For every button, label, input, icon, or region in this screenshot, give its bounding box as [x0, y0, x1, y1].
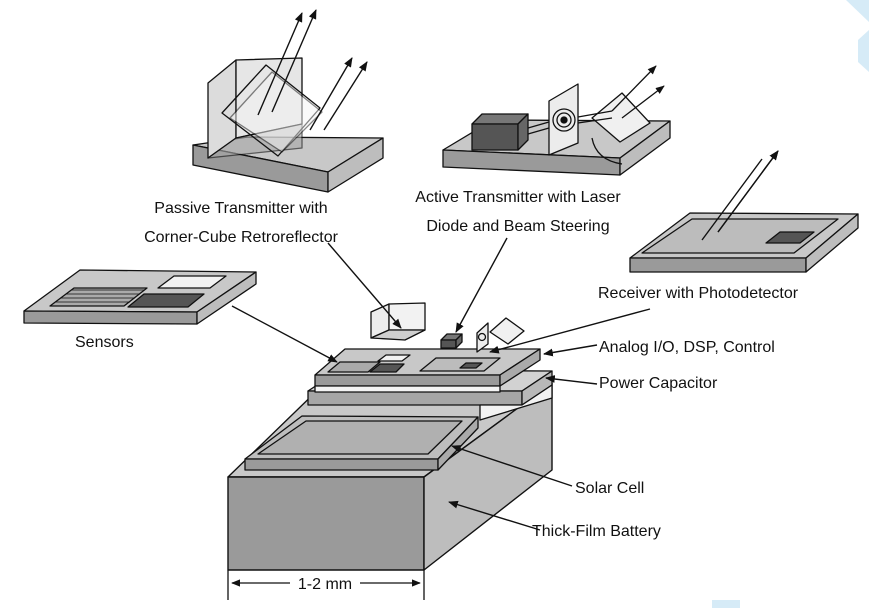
analog-dsp-board: [314, 302, 541, 393]
leader-arrows: [231, 237, 651, 531]
label-analog-io: Analog I/O, DSP, Control: [599, 339, 775, 356]
passive-transmitter: [192, 57, 384, 193]
label-active-transmitter-line2: Diode and Beam Steering: [426, 218, 609, 235]
receiver-beams: [701, 150, 779, 241]
active-transmitter: [442, 83, 671, 176]
solar-cell: [244, 415, 479, 471]
receiver: [629, 212, 859, 273]
label-solar-cell: Solar Cell: [575, 480, 644, 497]
sensors: [23, 269, 257, 325]
label-dimension: 1-2 mm: [298, 576, 352, 593]
corner-decoration: [712, 0, 869, 608]
label-passive-transmitter-line2: Corner-Cube Retroreflector: [144, 229, 339, 246]
dimension-marker: [227, 570, 425, 600]
label-active-transmitter-line1: Active Transmitter with Laser: [415, 189, 621, 206]
label-battery: Thick-Film Battery: [532, 523, 661, 540]
label-power-capacitor: Power Capacitor: [599, 375, 718, 392]
active-beams: [527, 65, 665, 135]
label-sensors: Sensors: [75, 334, 134, 351]
label-passive-transmitter-line1: Passive Transmitter with: [154, 200, 327, 217]
passive-beams: [257, 9, 368, 131]
label-receiver: Receiver with Photodetector: [598, 285, 799, 302]
